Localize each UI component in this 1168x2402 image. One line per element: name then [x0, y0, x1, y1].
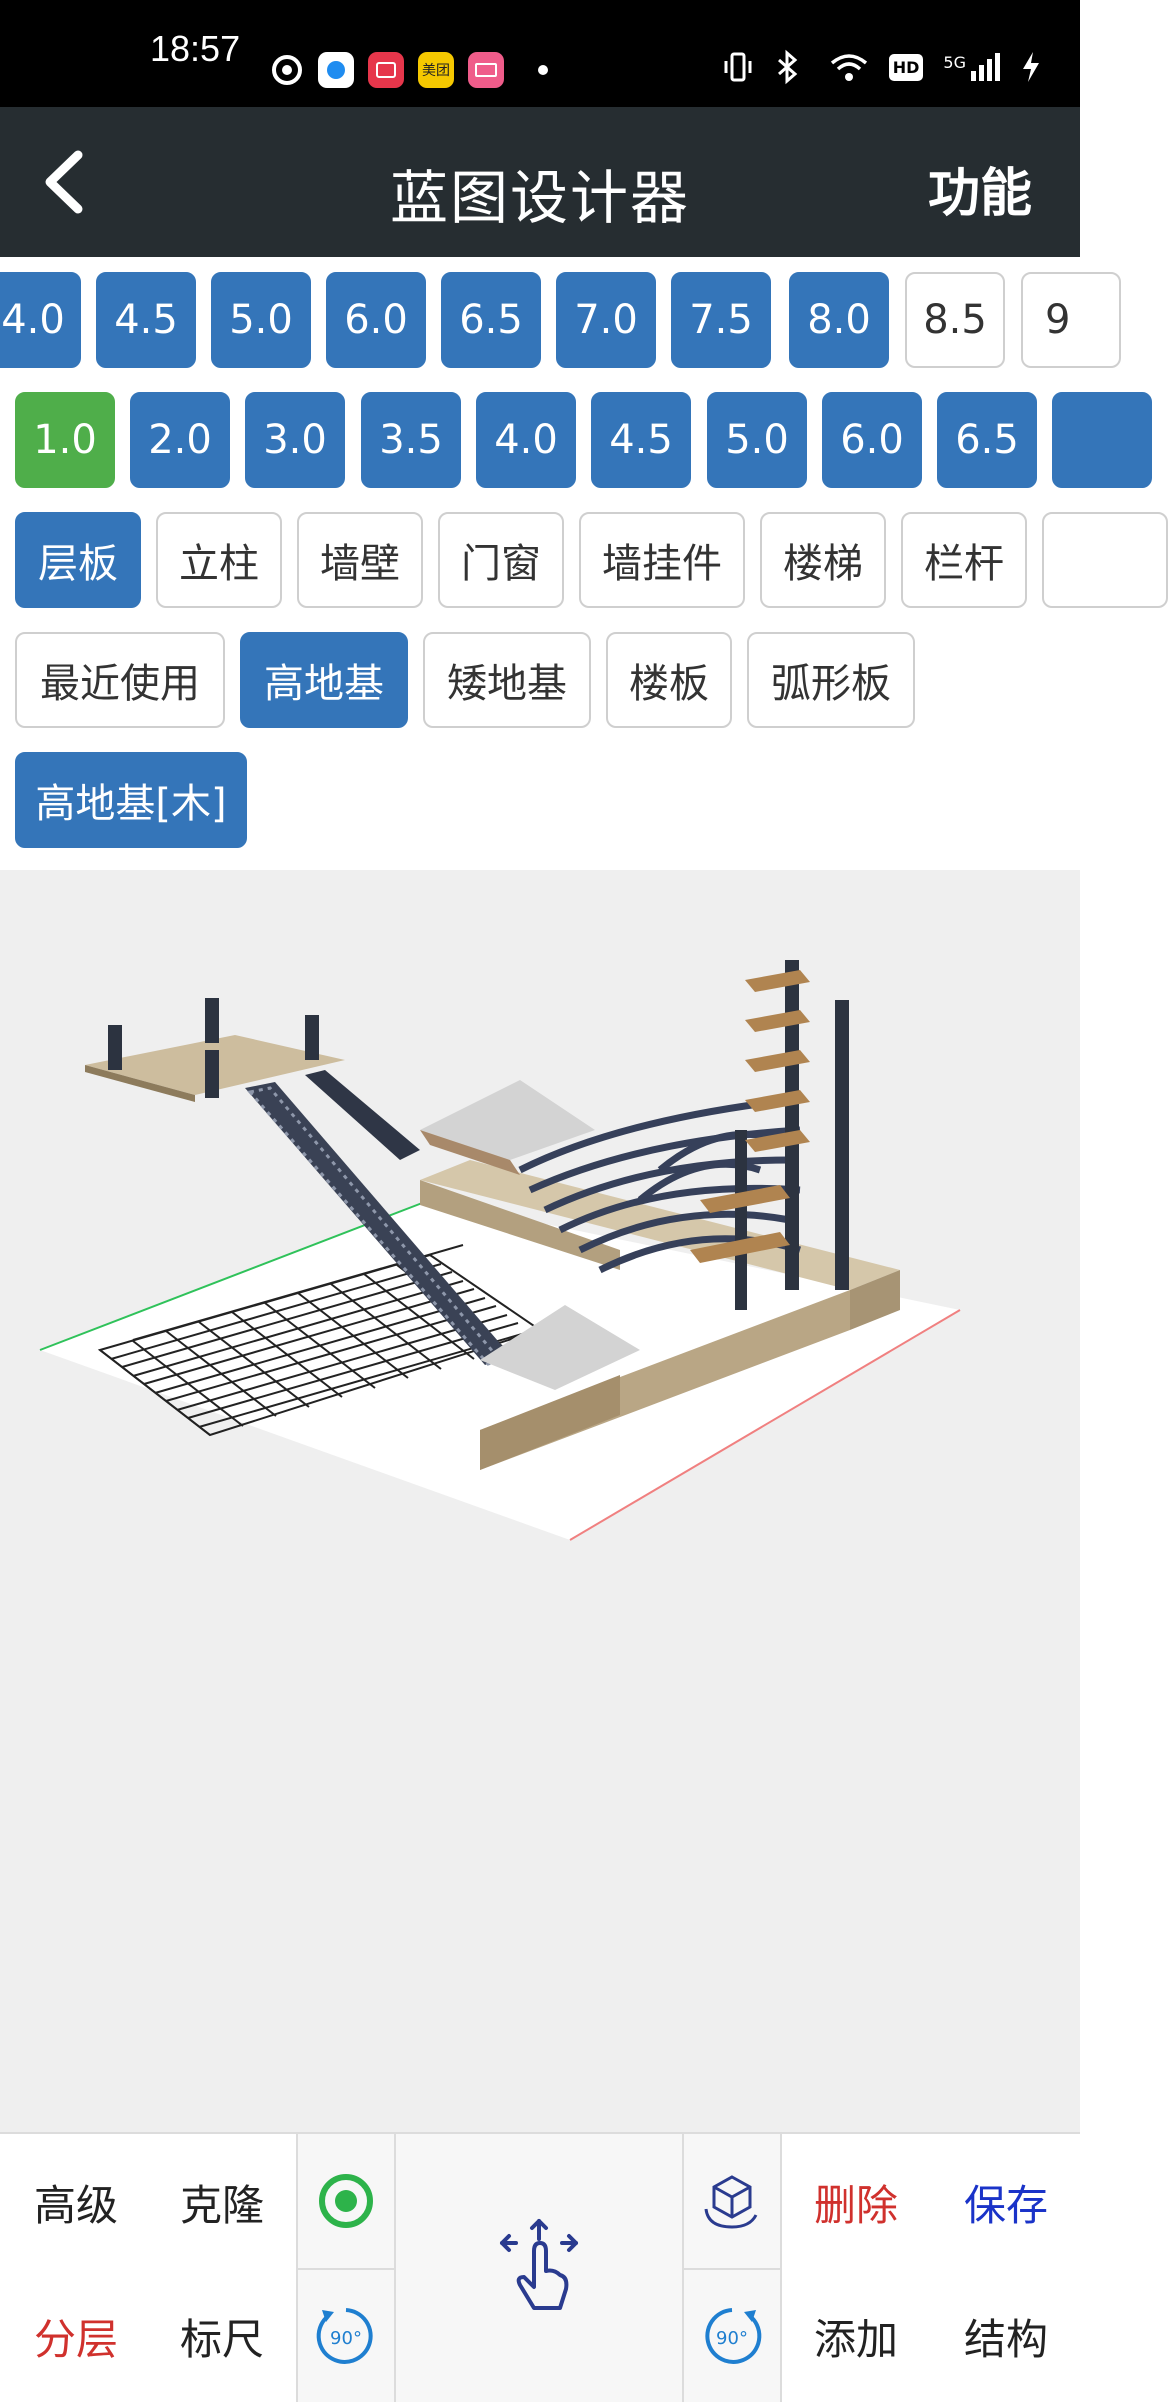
chip-value[interactable]: 4.0 — [0, 272, 81, 368]
tower-pillars — [735, 960, 849, 1310]
chip-value[interactable]: 6.5 — [937, 392, 1037, 488]
chip-value[interactable]: 7.5 — [671, 272, 771, 368]
delete-button[interactable]: 删除 — [814, 2181, 899, 2230]
chip-value[interactable]: 7.0 — [556, 272, 656, 368]
camera-app-icon — [318, 52, 354, 88]
gesture-pad[interactable] — [394, 2134, 684, 2402]
target-toggle[interactable] — [296, 2134, 394, 2268]
ruler-button[interactable]: 标尺 — [180, 2315, 265, 2364]
tab-high-foundation[interactable]: 高地基 — [240, 632, 408, 728]
item-list[interactable]: 高地基[木] — [15, 752, 1080, 852]
advanced-button[interactable]: 高级 — [34, 2181, 119, 2230]
tab-stairs[interactable]: 楼梯 — [760, 512, 886, 608]
rotate-90-icon: 90° — [316, 2308, 373, 2364]
chip-value[interactable]: 6.0 — [822, 392, 922, 488]
app-header: 蓝图设计器 功能 — [0, 107, 1080, 257]
ground-plane — [40, 1200, 960, 1540]
rotate-right-label: 90° — [716, 2328, 748, 2349]
rotate-left-button[interactable]: 90° — [296, 2268, 394, 2402]
grid — [97, 1244, 543, 1437]
hd-icon: HD — [888, 53, 924, 81]
more-notifications-dot — [538, 65, 548, 75]
layer-button[interactable]: 分层 — [34, 2315, 119, 2364]
view-cube-button[interactable] — [684, 2134, 782, 2268]
add-button[interactable]: 添加 — [814, 2315, 899, 2364]
bluetooth-icon — [777, 49, 798, 85]
chip-value[interactable]: 8.5 — [905, 272, 1005, 368]
video-app-icon — [368, 52, 404, 88]
chip-value[interactable]: 8.0 — [789, 272, 889, 368]
tab-recent[interactable]: 最近使用 — [15, 632, 225, 728]
status-time: 18:57 — [150, 28, 241, 69]
chip-value[interactable]: 5.0 — [211, 272, 311, 368]
vibrate-icon — [724, 52, 752, 82]
chip-value[interactable]: 4.0 — [476, 392, 576, 488]
tab-low-foundation[interactable]: 矮地基 — [423, 632, 591, 728]
chip-value[interactable]: 2.0 — [130, 392, 230, 488]
chip-value[interactable]: 4.5 — [591, 392, 691, 488]
3d-cube-rotate-icon — [704, 2175, 758, 2229]
item-high-foundation-wood[interactable]: 高地基[木] — [15, 752, 247, 848]
chip-value[interactable]: 5.0 — [707, 392, 807, 488]
roof-pieces — [420, 1080, 640, 1390]
tab-pillar[interactable]: 立柱 — [156, 512, 282, 608]
elevated-platform — [85, 998, 345, 1102]
clone-button[interactable]: 克隆 — [180, 2181, 265, 2230]
chip-value[interactable]: 9 — [1021, 272, 1121, 368]
shopping-app-icon — [468, 52, 504, 88]
tab-curved-board[interactable]: 弧形板 — [747, 632, 915, 728]
back-arrow-icon[interactable] — [38, 147, 98, 217]
rotate-right-button[interactable]: 90° — [684, 2268, 782, 2402]
3d-viewport[interactable] — [0, 870, 1080, 2132]
rotate-left-label: 90° — [330, 2328, 362, 2349]
axis-y-line — [569, 1309, 961, 1541]
chip-value[interactable]: 6.5 — [441, 272, 541, 368]
status-bar: 18:57 美团 HD 5G — [0, 0, 1080, 107]
category-tabs[interactable]: 层板 立柱 墙壁 门窗 墙挂件 楼梯 栏杆 — [15, 512, 1168, 612]
rotate-90-icon: 90° — [705, 2308, 762, 2364]
meituan-app-icon: 美团 — [418, 52, 454, 88]
tower-stairs — [690, 970, 810, 1263]
bottom-toolbar: 高级 克隆 分层 标尺 90° 90° 删除 保存 添加 结构 — [0, 2132, 1080, 2402]
value-row-primary[interactable]: 4.0 4.5 5.0 6.0 6.5 7.0 7.5 8.0 8.5 9 — [0, 272, 1121, 372]
netease-music-icon — [272, 55, 302, 85]
tab-layer-board[interactable]: 层板 — [15, 512, 141, 608]
hand-drag-icon — [500, 2219, 578, 2310]
system-icons: HD 5G — [723, 49, 1042, 85]
subcategory-tabs[interactable]: 最近使用 高地基 矮地基 楼板 弧形板 — [15, 632, 1080, 732]
chip-value[interactable]: 3.5 — [361, 392, 461, 488]
chip-value[interactable]: 3.0 — [245, 392, 345, 488]
tab-door-window[interactable]: 门窗 — [438, 512, 564, 608]
save-button[interactable]: 保存 — [964, 2181, 1049, 2230]
structure-button[interactable]: 结构 — [964, 2315, 1049, 2364]
tab-wall[interactable]: 墙壁 — [297, 512, 423, 608]
tab-wall-hanging[interactable]: 墙挂件 — [579, 512, 745, 608]
chip-value-selected[interactable]: 1.0 — [15, 392, 115, 488]
charging-icon — [1023, 52, 1039, 82]
value-row-secondary[interactable]: 1.0 2.0 3.0 3.5 4.0 4.5 5.0 6.0 6.5 — [15, 392, 1152, 492]
stairs — [245, 1070, 510, 1366]
tab-floor-slab[interactable]: 楼板 — [606, 632, 732, 728]
tab-more[interactable] — [1042, 512, 1168, 608]
5g-signal-icon: 5G — [943, 53, 1000, 81]
function-menu-button[interactable]: 功能 — [927, 164, 1032, 224]
tab-railing[interactable]: 栏杆 — [901, 512, 1027, 608]
chip-value[interactable]: 4.5 — [96, 272, 196, 368]
wifi-icon — [830, 54, 867, 81]
notification-icons: 美团 — [270, 52, 548, 88]
target-icon — [319, 2174, 373, 2228]
3d-scene[interactable] — [0, 870, 1080, 2132]
chip-value[interactable] — [1052, 392, 1152, 488]
chip-value[interactable]: 6.0 — [326, 272, 426, 368]
page-title: 蓝图设计器 — [389, 164, 690, 232]
